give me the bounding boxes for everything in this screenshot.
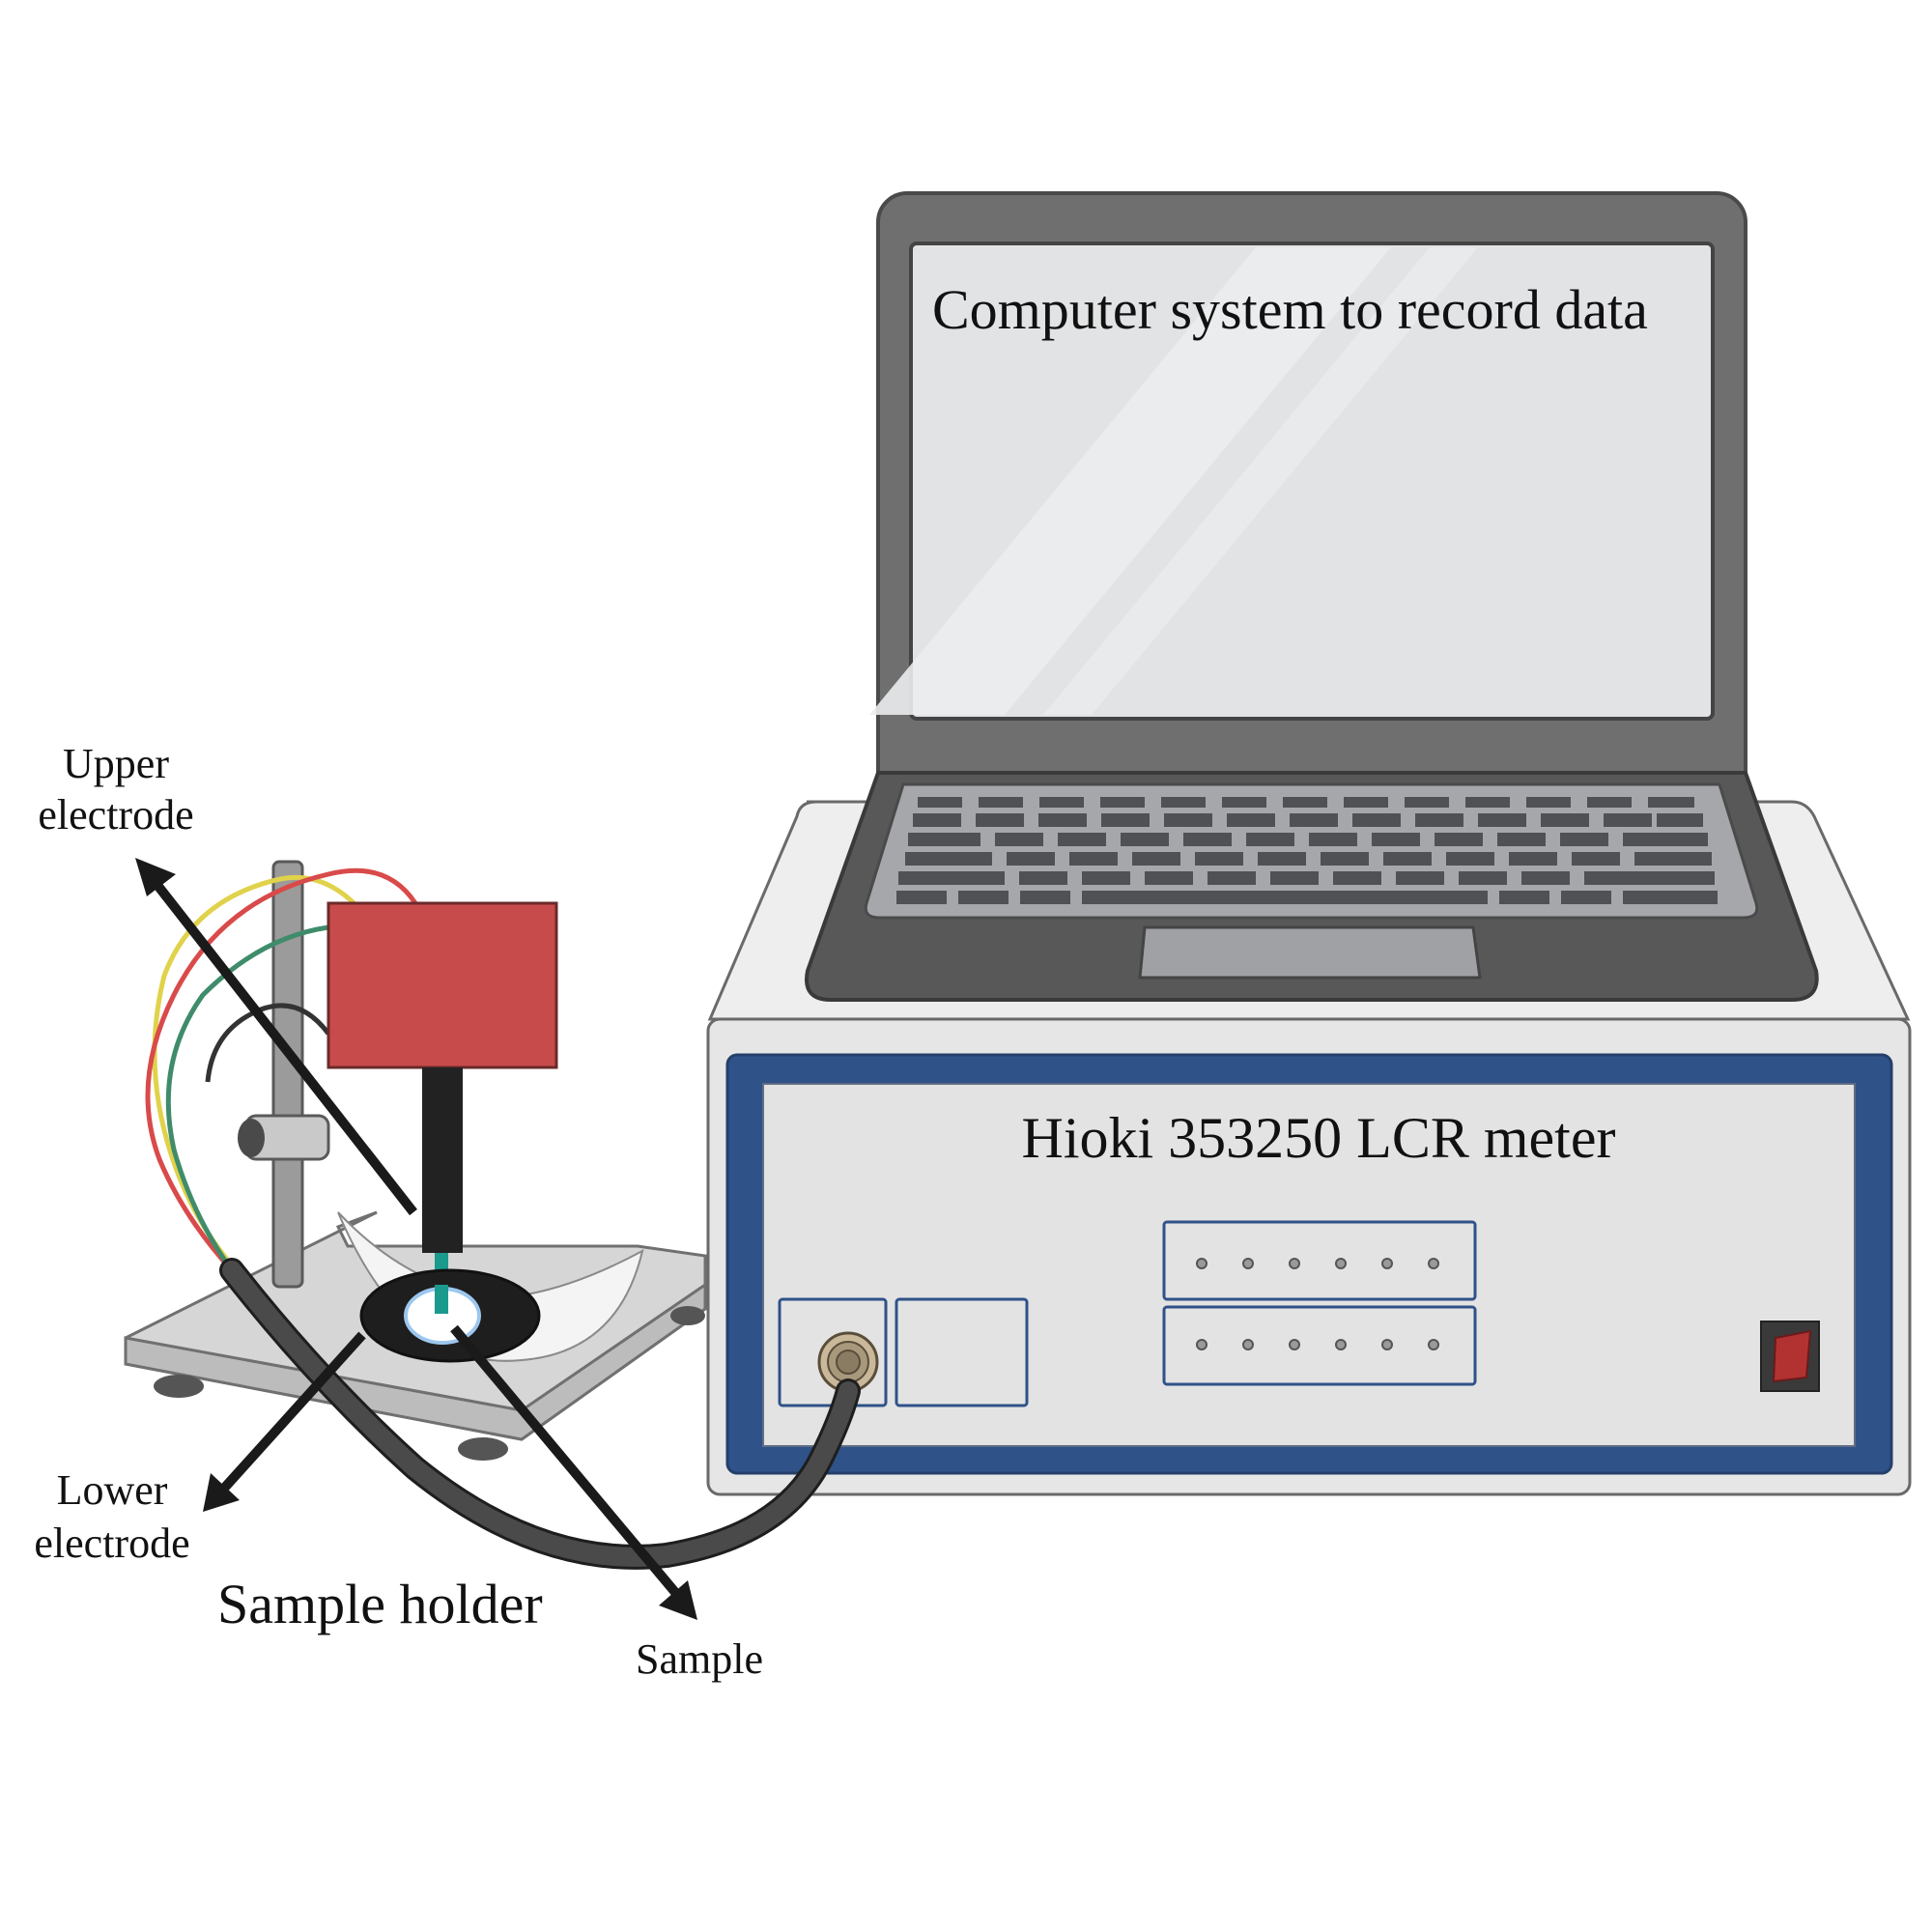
sample-holder-label: Sample holder xyxy=(217,1573,543,1635)
wire-dark xyxy=(205,1003,330,1083)
computer-label: Computer system to record data xyxy=(932,278,1648,341)
meter-port-box-right xyxy=(895,1297,1029,1407)
arrow-upper-electrode xyxy=(153,880,417,1216)
arrow-sample xyxy=(450,1324,682,1600)
arrow-lower-electrode xyxy=(216,1331,366,1496)
trackpad xyxy=(1138,925,1482,980)
arrowhead-sample xyxy=(659,1580,697,1620)
clamp-knob xyxy=(238,1119,265,1157)
meter-display-upper xyxy=(1162,1220,1477,1301)
stand-foot xyxy=(154,1375,204,1398)
stand-rod xyxy=(271,860,304,1289)
lower-electrode-label-line1: Lower xyxy=(57,1466,168,1514)
lower-electrode xyxy=(359,1268,541,1363)
bnc-connector-icon[interactable] xyxy=(817,1331,879,1393)
electrode-box xyxy=(327,901,558,1069)
laptop-screen xyxy=(909,242,1715,721)
electrode-wires xyxy=(145,867,418,1272)
upper-electrode xyxy=(327,901,558,1313)
upper-electrode-label-line1: Upper xyxy=(63,740,169,787)
laptop-icon: Computer system to record data xyxy=(805,191,1819,1002)
stand-foot xyxy=(458,1437,508,1461)
wire-yellow xyxy=(152,874,369,1267)
power-switch-icon[interactable] xyxy=(1760,1321,1820,1392)
lower-electrode-label-line2: electrode xyxy=(34,1520,189,1567)
meter-label: Hioki 353250 LCR meter xyxy=(1022,1106,1616,1170)
upper-electrode-label-line2: electrode xyxy=(38,791,193,838)
meter-indicator-dots xyxy=(1196,1258,1439,1350)
wire-red xyxy=(145,867,418,1272)
arrows xyxy=(135,858,697,1620)
stand-foot xyxy=(670,1306,705,1325)
screen-glare xyxy=(869,247,1391,715)
keyboard-keys xyxy=(896,797,1718,904)
meter-display-lower xyxy=(1162,1305,1477,1386)
arrowhead-upper-electrode xyxy=(135,858,176,896)
wire-green xyxy=(165,924,329,1272)
arrowhead-lower-electrode xyxy=(203,1473,240,1512)
electrode-shaft xyxy=(422,1067,463,1253)
sample-label: Sample xyxy=(636,1635,763,1683)
